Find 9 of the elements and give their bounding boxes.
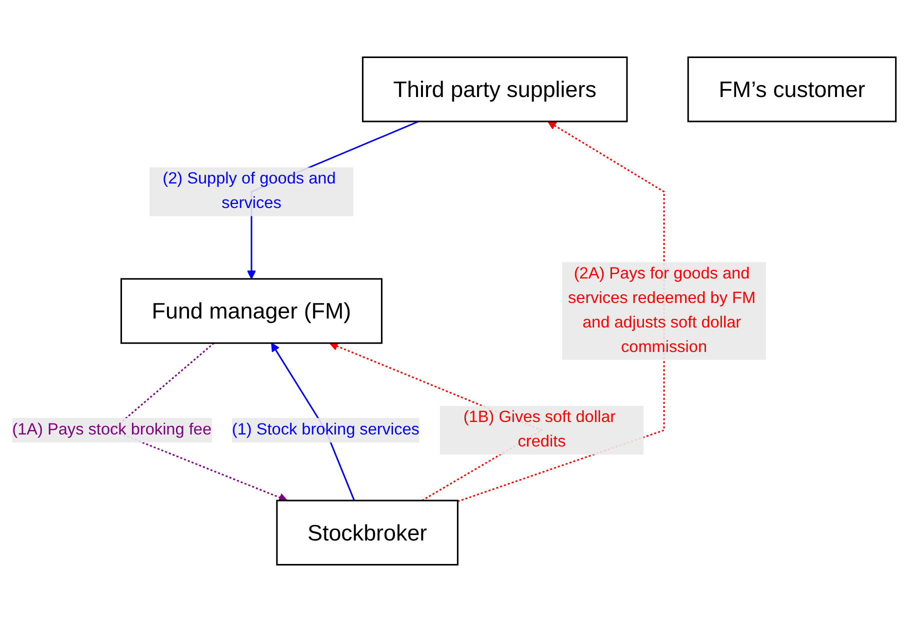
edge-label: (1A) Pays stock broking fee (12, 421, 212, 438)
edge-label: (1) Stock broking services (232, 421, 420, 438)
node-box: FM’s customer (687, 56, 897, 122)
node-box: Fund manager (FM) (120, 278, 382, 344)
node-box: Stockbroker (276, 500, 458, 566)
edge-label: (2A) Pays for goods and services redeemed by FM and adjusts soft dollar commission (568, 265, 756, 356)
edge-label: (1B) Gives soft dollar credits (463, 408, 616, 451)
node-box: Third party suppliers (362, 56, 628, 122)
edge-label: (2) Supply of goods and services (162, 170, 336, 212)
